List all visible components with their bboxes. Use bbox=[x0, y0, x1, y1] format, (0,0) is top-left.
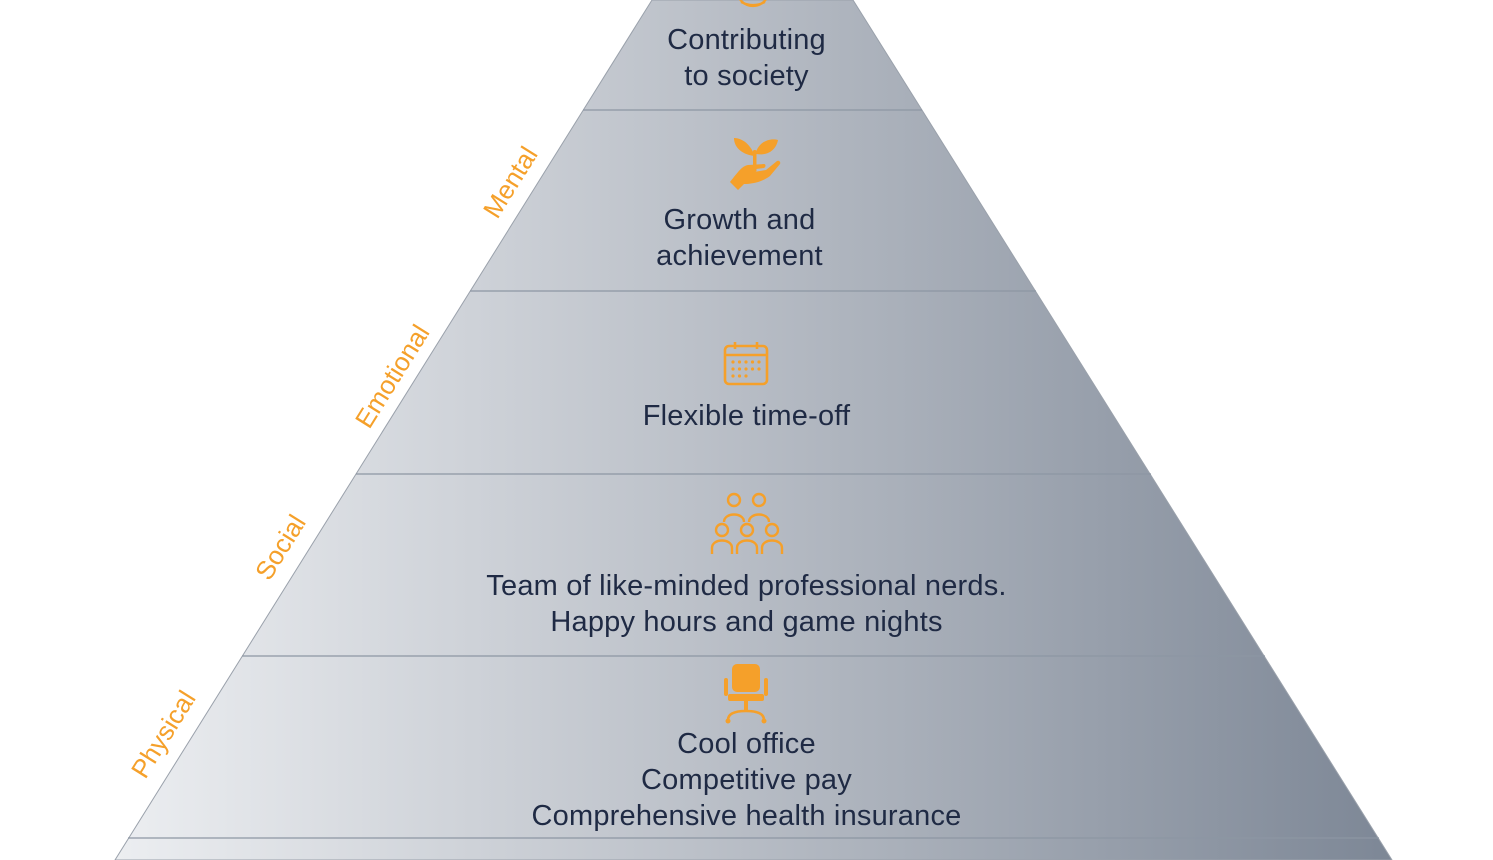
tier-growth-text: Growth and achievement bbox=[0, 202, 1486, 274]
tier-dividers bbox=[128, 109, 1379, 839]
tier-contributing-text: Contributing to society bbox=[0, 22, 1493, 94]
tier-team-text: Team of like-minded professional nerds. … bbox=[0, 568, 1493, 640]
hand-sprout-icon bbox=[730, 138, 781, 190]
globe-icon bbox=[739, 0, 767, 8]
people-group-icon bbox=[710, 492, 784, 554]
office-chair-icon bbox=[724, 664, 768, 724]
tier-line: Competitive pay bbox=[641, 764, 852, 796]
pyramid-shape bbox=[114, 0, 1393, 860]
tier-line: to society bbox=[684, 60, 809, 92]
tier-line: Flexible time-off bbox=[642, 400, 851, 432]
tier-line: Team of like-minded professional nerds. bbox=[486, 570, 1007, 602]
tier-line: Happy hours and game nights bbox=[550, 606, 943, 638]
tier-line: Growth and bbox=[663, 204, 816, 236]
calendar-icon bbox=[723, 342, 769, 386]
tier-timeoff-text: Flexible time-off bbox=[0, 398, 1493, 434]
tier-line: Cool office bbox=[677, 728, 816, 760]
tier-line: Contributing bbox=[667, 24, 826, 56]
tier-office-text: Cool office Competitive pay Comprehensiv… bbox=[0, 726, 1493, 834]
tier-line: achievement bbox=[656, 240, 823, 272]
tier-line: Comprehensive health insurance bbox=[531, 800, 962, 832]
